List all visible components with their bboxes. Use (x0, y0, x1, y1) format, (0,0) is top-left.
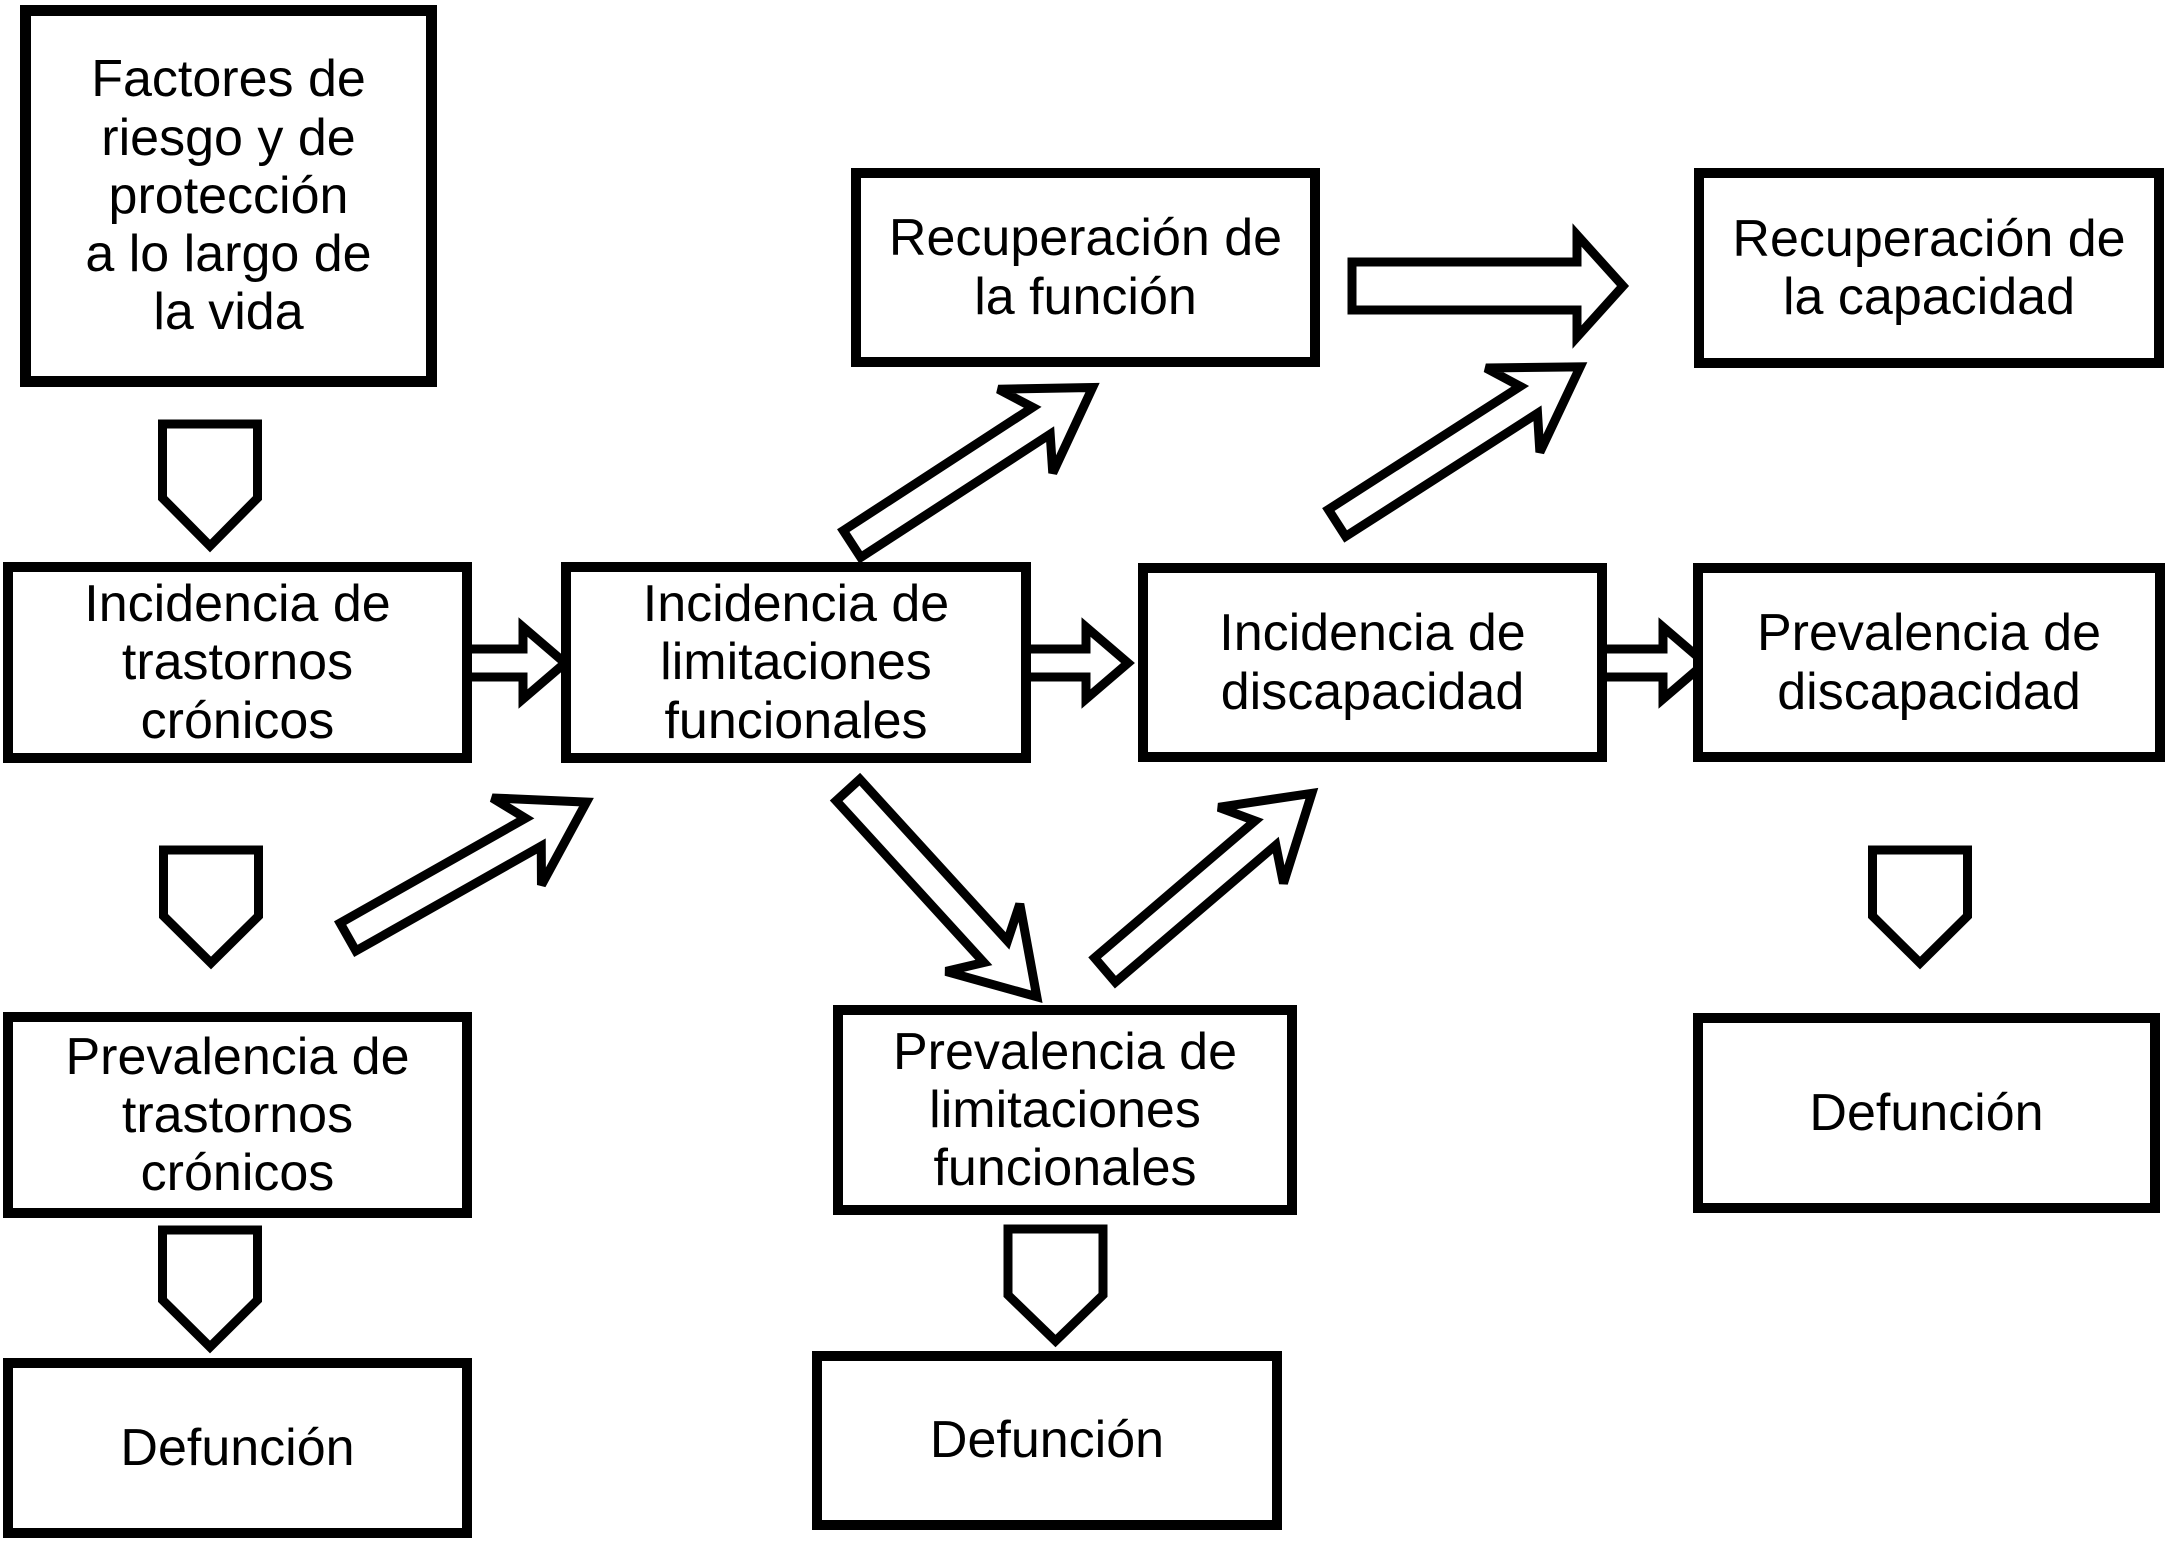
node-incidencia-limitaciones-funcionales: Incidencia de limitaciones funcionales (561, 562, 1031, 763)
node-recuperacion-capacidad: Recuperación de la capacidad (1694, 168, 2164, 368)
node-factores-label: Factores de riesgo y de protección a lo … (85, 50, 372, 342)
node-inc-disc-label: Incidencia de discapacidad (1219, 604, 1526, 721)
down-arrow-prev-disc-to-defuncion-right (1868, 845, 1972, 970)
node-prevalencia-discapacidad: Prevalencia de discapacidad (1693, 563, 2165, 762)
diagonal-arrow-inc-disc-to-rec-cap (1322, 362, 1588, 543)
node-defuncion-center: Defunción (812, 1351, 1282, 1530)
down-arrow-inc-trast-to-prev-trast (159, 845, 263, 970)
down-arrow-prev-trast-to-defuncion-left (158, 1225, 262, 1354)
node-prev-disc-label: Prevalencia de discapacidad (1757, 604, 2101, 721)
node-def-right-label: Defunción (1809, 1083, 2044, 1142)
down-arrow-prev-limit-to-defuncion-center (1003, 1224, 1108, 1348)
node-inc-limit-label: Incidencia de limitaciones funcionales (642, 575, 950, 750)
node-prevalencia-trastornos-cronicos: Prevalencia de trastornos crónicos (3, 1012, 472, 1218)
node-prevalencia-limitaciones-funcionales: Prevalencia de limitaciones funcionales (833, 1005, 1297, 1215)
node-def-left-label: Defunción (120, 1418, 355, 1477)
diagonal-arrow-prev-trast-to-inc-limit (333, 793, 594, 958)
node-prev-limit-label: Prevalencia de limitaciones funcionales (893, 1022, 1237, 1198)
node-inc-trast-label: Incidencia de trastornos crónicos (84, 575, 391, 750)
node-factores-riesgo-proteccion: Factores de riesgo y de protección a lo … (20, 5, 437, 387)
node-rec-cap-label: Recuperación de la capacidad (1732, 209, 2126, 326)
down-arrow-factores-to-inc-trast (158, 419, 262, 553)
right-arrow-inc-limit-to-inc-disc (1009, 617, 1135, 709)
right-arrow-inc-disc-to-prev-disc (1585, 617, 1712, 709)
diagonal-arrow-prev-limit-to-inc-disc (1088, 787, 1319, 989)
diagonal-arrow-inc-limit-to-rec-func (837, 382, 1100, 564)
node-prev-trast-label: Prevalencia de trastornos crónicos (65, 1027, 410, 1203)
diagonal-arrow-inc-limit-to-prev-limit (829, 772, 1043, 1004)
node-incidencia-discapacidad: Incidencia de discapacidad (1138, 563, 1607, 762)
node-defuncion-left: Defunción (3, 1358, 472, 1538)
node-recuperacion-funcion: Recuperación de la función (851, 168, 1320, 367)
node-incidencia-trastornos-cronicos: Incidencia de trastornos crónicos (3, 562, 472, 763)
node-defuncion-right: Defunción (1693, 1013, 2160, 1213)
node-rec-func-label: Recuperación de la función (888, 209, 1283, 326)
right-arrow-rec-func-to-rec-cap (1347, 223, 1630, 349)
node-def-center-label: Defunción (929, 1411, 1165, 1470)
